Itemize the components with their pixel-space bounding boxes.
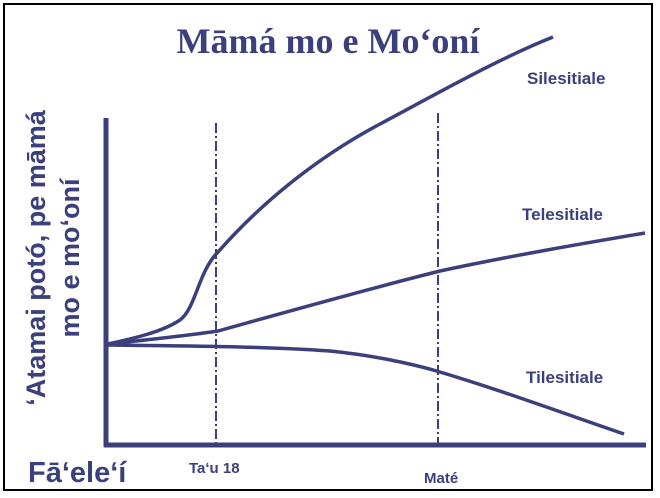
upper-curve-label: Silesitiale — [527, 69, 605, 88]
diagram-title: Māmá mo e Moʻoní — [177, 21, 481, 61]
age18-marker-label: Taʻu 18 — [189, 460, 240, 477]
lower-curve — [107, 343, 625, 436]
x-axis-origin-label: Fāʻeleʻí — [28, 457, 127, 489]
y-axis-label-line1: ʻAtamai potó, pe māmá — [21, 109, 51, 406]
lower-curve-label: Tilesitiale — [526, 368, 603, 387]
middle-curve-label: Telesitiale — [522, 205, 603, 224]
slide-frame — [3, 3, 653, 491]
middle-curve — [107, 231, 646, 346]
y-axis-label-line2: mo e moʻoní — [55, 177, 85, 338]
death-marker-label: Maté — [424, 470, 458, 487]
upper-curve — [107, 35, 554, 346]
